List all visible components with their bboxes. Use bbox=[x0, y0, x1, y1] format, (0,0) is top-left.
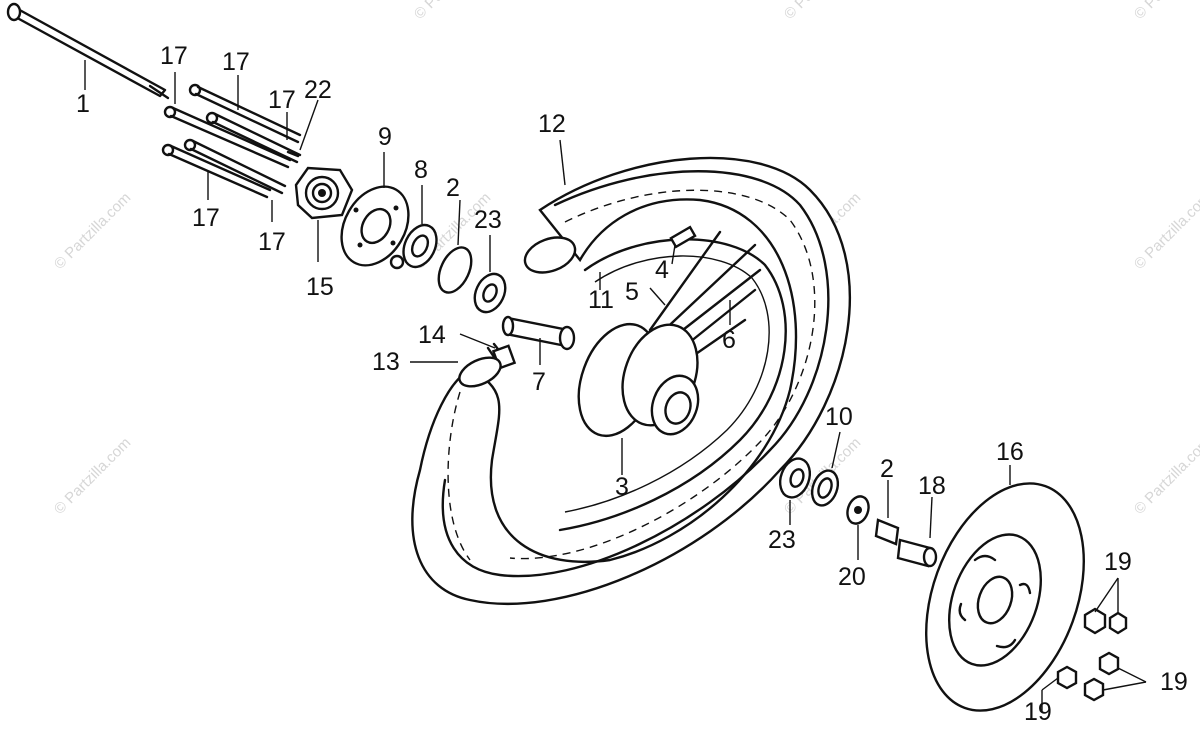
part-bearing-left bbox=[473, 235, 507, 314]
callout-10: 10 bbox=[825, 403, 853, 431]
part-nuts bbox=[1041, 577, 1147, 712]
watermark: © Partzilla.com bbox=[1131, 0, 1200, 23]
callout-8: 8 bbox=[414, 156, 428, 184]
watermark: © Partzilla.com bbox=[411, 0, 494, 23]
bolt bbox=[183, 138, 287, 195]
callout-17: 17 bbox=[192, 204, 220, 232]
callout-2: 2 bbox=[446, 174, 460, 202]
callouts: 1 17 17 17 22 17 17 15 9 8 2 23 12 4 5 1… bbox=[76, 42, 1188, 726]
callout-19: 19 bbox=[1024, 698, 1052, 726]
callout-18: 18 bbox=[918, 472, 946, 500]
callout-3: 3 bbox=[615, 473, 629, 501]
callout-4: 4 bbox=[655, 256, 669, 284]
callout-13: 13 bbox=[372, 348, 400, 376]
part-o-ring bbox=[437, 199, 473, 294]
part-oil-seal bbox=[810, 431, 841, 507]
watermark: © Partzilla.com bbox=[1131, 434, 1200, 517]
callout-20: 20 bbox=[838, 563, 866, 591]
bolt bbox=[161, 143, 272, 199]
callout-23: 23 bbox=[768, 526, 796, 554]
part-gear-retainer bbox=[389, 185, 438, 270]
part-spacer-18 bbox=[896, 496, 938, 568]
part-speedometer-gearbox bbox=[294, 166, 354, 262]
callout-16: 16 bbox=[996, 438, 1024, 466]
part-bolts bbox=[161, 72, 319, 222]
callout-7: 7 bbox=[532, 368, 546, 396]
watermark: © Partzilla.com bbox=[51, 434, 134, 517]
part-spokes bbox=[648, 225, 762, 360]
callout-12: 12 bbox=[538, 110, 566, 138]
callout-14: 14 bbox=[418, 321, 446, 349]
callout-22: 22 bbox=[304, 76, 332, 104]
part-tire bbox=[411, 139, 851, 605]
callout-19: 19 bbox=[1104, 548, 1132, 576]
part-collar-2 bbox=[874, 480, 900, 546]
part-brake-disc bbox=[925, 465, 1085, 712]
callout-9: 9 bbox=[378, 123, 392, 151]
part-retainer-plate bbox=[340, 152, 410, 267]
callout-11: 11 bbox=[588, 286, 614, 314]
callout-23: 23 bbox=[474, 206, 502, 234]
callout-15: 15 bbox=[306, 273, 334, 301]
watermarks: © Partzilla.com © Partzilla.com © Partzi… bbox=[51, 0, 1200, 518]
callout-17: 17 bbox=[222, 48, 250, 76]
bolt bbox=[163, 105, 292, 169]
bolt bbox=[205, 111, 302, 164]
part-hub bbox=[577, 322, 700, 475]
callout-19: 19 bbox=[1160, 668, 1188, 696]
callout-17: 17 bbox=[160, 42, 188, 70]
callout-5: 5 bbox=[625, 278, 639, 306]
watermark: © Partzilla.com bbox=[781, 0, 864, 23]
callout-1: 1 bbox=[76, 90, 90, 118]
part-axle bbox=[6, 2, 170, 100]
part-distance-collar bbox=[501, 315, 576, 365]
callout-17: 17 bbox=[258, 228, 286, 256]
bolt bbox=[188, 83, 302, 144]
callout-2: 2 bbox=[880, 455, 894, 483]
watermark: © Partzilla.com bbox=[51, 189, 134, 272]
part-bearing-right bbox=[778, 457, 812, 525]
part-seal-20 bbox=[846, 495, 870, 560]
callout-6: 6 bbox=[722, 326, 736, 354]
callout-17: 17 bbox=[268, 86, 296, 114]
watermark: © Partzilla.com bbox=[1131, 189, 1200, 272]
